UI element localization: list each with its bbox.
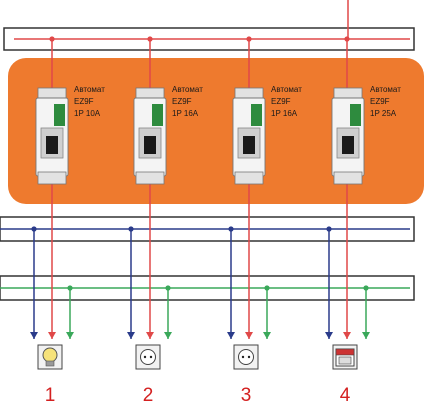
ground-junction-dot — [363, 285, 369, 291]
breaker-label-type: Автомат — [172, 85, 203, 94]
lamp-bulb — [42, 347, 58, 363]
ground-arrow — [164, 332, 172, 339]
neutral-arrow — [30, 332, 38, 339]
neutral-junction-dot — [326, 226, 332, 232]
breaker-label-rating: 1P 10A — [74, 109, 101, 118]
phase-arrow — [48, 332, 56, 339]
neutral-junction-dot — [228, 226, 234, 232]
ground-junction-dot — [264, 285, 270, 291]
circuit-breaker — [35, 87, 69, 185]
ground-arrow — [66, 332, 74, 339]
breaker-toggle-lever — [342, 136, 354, 154]
breaker-label-model: EZ9F — [74, 97, 94, 106]
stove-icon — [332, 344, 358, 370]
breaker-label-rating: 1P 16A — [172, 109, 199, 118]
breaker-toggle-lever — [144, 136, 156, 154]
stove-top — [335, 348, 355, 356]
circuit-breaker — [232, 87, 266, 185]
breaker-panel — [8, 58, 424, 204]
circuit-breaker — [133, 87, 167, 185]
ground-arrow — [362, 332, 370, 339]
breaker-label-type: Автомат — [370, 85, 401, 94]
load-number: 4 — [340, 385, 351, 406]
socket-face — [140, 349, 156, 365]
ground-junction-dot — [67, 285, 73, 291]
breaker-label-plate — [152, 104, 163, 126]
breaker-label-model: EZ9F — [271, 97, 291, 106]
socket-hole-right — [247, 355, 251, 359]
breaker-toggle-lever — [243, 136, 255, 154]
ground-junction-dot — [165, 285, 171, 291]
circuit-breaker — [331, 87, 365, 185]
breaker-label-model: EZ9F — [172, 97, 192, 106]
breaker-bottom-terminal — [37, 171, 67, 185]
stove-oven-door — [338, 356, 352, 365]
phase-arrow — [245, 332, 253, 339]
neutral-junction-dot — [31, 226, 37, 232]
breaker-toggle-lever — [46, 136, 58, 154]
breaker-label-plate — [350, 104, 361, 126]
phase-arrow — [146, 332, 154, 339]
phase-junction-dot — [49, 36, 55, 42]
socket-hole-right — [149, 355, 153, 359]
ground-arrow — [263, 332, 271, 339]
lamp-icon — [37, 344, 63, 370]
breaker-bottom-terminal — [234, 171, 264, 185]
breaker-label-plate — [251, 104, 262, 126]
socket-hole-left — [143, 355, 147, 359]
phase-junction-dot — [344, 36, 350, 42]
neutral-arrow — [127, 332, 135, 339]
socket-icon — [135, 344, 161, 370]
breaker-bottom-terminal — [333, 171, 363, 185]
phase-arrow — [343, 332, 351, 339]
neutral-junction-dot — [128, 226, 134, 232]
breaker-label-type: Автомат — [74, 85, 105, 94]
load-number: 1 — [45, 385, 56, 406]
breaker-label-type: Автомат — [271, 85, 302, 94]
breaker-label-rating: 1P 16A — [271, 109, 298, 118]
load-number: 3 — [241, 385, 252, 406]
breaker-label-model: EZ9F — [370, 97, 390, 106]
socket-hole-left — [241, 355, 245, 359]
breaker-label-plate — [54, 104, 65, 126]
phase-junction-dot — [147, 36, 153, 42]
load-number: 2 — [143, 385, 154, 406]
neutral-arrow — [227, 332, 235, 339]
breaker-bottom-terminal — [135, 171, 165, 185]
breaker-label-rating: 1P 25A — [370, 109, 397, 118]
socket-icon — [233, 344, 259, 370]
neutral-arrow — [325, 332, 333, 339]
phase-junction-dot — [246, 36, 252, 42]
socket-face — [238, 349, 254, 365]
lamp-base — [45, 360, 55, 367]
